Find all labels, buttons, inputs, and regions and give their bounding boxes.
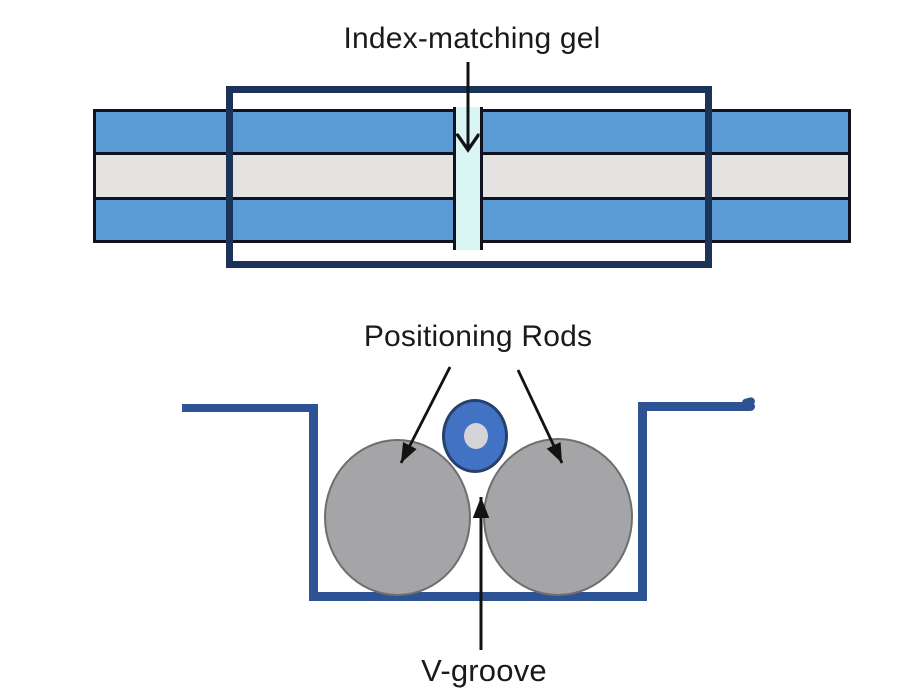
splice-diagram: Index-matching gel [0, 0, 916, 300]
positioning-rods-label: Positioning Rods [363, 320, 593, 353]
fiber-right-cladding-bottom [480, 200, 848, 240]
positioning-rod-left [324, 439, 471, 596]
fiber-left [93, 109, 456, 243]
fiber-right-core-stripe [480, 152, 848, 200]
channel-right-flange [638, 402, 755, 411]
fiber-right [477, 109, 851, 243]
fiber-left-core-stripe [96, 152, 453, 200]
fiber-core-dot [464, 423, 488, 449]
fiber-left-cladding-top [96, 112, 453, 152]
channel-left-flange [182, 404, 315, 412]
index-matching-gel-label: Index-matching gel [343, 22, 601, 55]
channel-left-wall [309, 404, 318, 601]
positioning-rod-right [483, 438, 633, 596]
fiber-left-cladding-bottom [96, 200, 453, 240]
channel-bottom [309, 592, 647, 601]
splice-sleeve-outline [226, 86, 712, 268]
channel-right-wall [638, 402, 647, 601]
fiber-right-cladding-top [480, 112, 848, 152]
v-groove-label: V-groove [421, 653, 547, 688]
